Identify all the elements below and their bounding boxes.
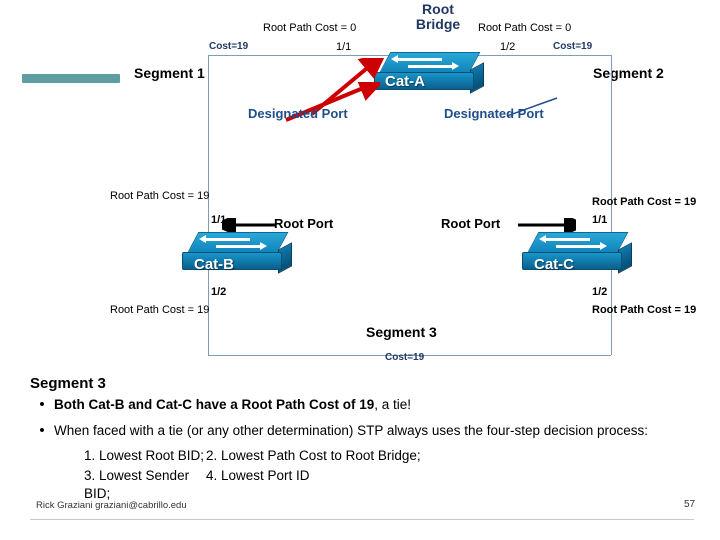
segment-1-bar — [22, 74, 120, 83]
decision-step-2: 2. Lowest Path Cost to Root Bridge; — [206, 447, 421, 463]
switch-cat-c — [522, 232, 632, 276]
bullet-1-tail: , a tie! — [374, 397, 412, 412]
bottom-horizontal-line — [208, 355, 611, 356]
cost-bottom-label: Cost=19 — [385, 352, 425, 363]
switch-cat-c-arrows-icon — [539, 235, 607, 251]
body-heading: Segment 3 — [30, 375, 106, 392]
footer-divider — [30, 519, 694, 520]
segment-1-label: Segment 1 — [134, 65, 205, 81]
switch-cat-b-arrows-icon — [199, 235, 267, 251]
cat-b-port-1-2-label: 1/2 — [211, 286, 227, 298]
root-bridge-title-line1: Root — [422, 1, 454, 17]
root-port-right-arrow — [518, 218, 576, 234]
root-bridge-title-line2: Bridge — [415, 15, 461, 32]
switch-cat-a-arrows-icon — [391, 55, 459, 71]
switch-cat-c-front — [522, 252, 622, 270]
cat-a-port-1-1-label: 1/1 — [336, 41, 352, 53]
bullet-1-text: Both Cat-B and Cat-C have a Root Path Co… — [54, 396, 411, 413]
cat-b-root-path-cost-bottom: Root Path Cost = 19 — [110, 304, 210, 316]
root-port-left-arrow — [222, 218, 276, 234]
designated-port-right-leader — [506, 97, 558, 117]
root-bridge-title: Root Bridge — [383, 2, 493, 31]
root-path-cost-left-label: Root Path Cost = 0 — [263, 22, 357, 34]
root-port-right-label: Root Port — [441, 216, 501, 231]
decision-step-1: 1. Lowest Root BID; — [84, 447, 205, 463]
cat-b-root-path-cost-top: Root Path Cost = 19 — [110, 190, 210, 202]
right-vertical-line — [611, 55, 612, 355]
cost-right-label: Cost=19 — [553, 41, 593, 52]
switch-cat-a-front — [374, 72, 474, 90]
segment-2-label: Segment 2 — [593, 65, 664, 81]
bullet-1-marker: • — [39, 396, 45, 413]
decision-step-3: 3. Lowest Sender BID; — [84, 468, 190, 501]
segment-3-diagram-label: Segment 3 — [366, 324, 437, 340]
root-port-left-label: Root Port — [274, 216, 334, 231]
footer-credit: Rick Graziani graziani@cabrillo.edu — [36, 500, 187, 511]
bullet-item-1: • Both Cat-B and Cat-C have a Root Path … — [30, 396, 690, 415]
switch-cat-a — [374, 52, 484, 96]
designated-port-left-label: Designated Port — [248, 106, 348, 121]
cat-c-root-path-cost-top: Root Path Cost = 19 — [592, 196, 697, 208]
switch-cat-c-label: Cat-C — [534, 256, 574, 273]
red-arrow-lower — [285, 82, 380, 122]
bullet-2-text: When faced with a tie (or any other dete… — [54, 422, 649, 438]
bullet-item-2: • When faced with a tie (or any other de… — [30, 422, 690, 441]
switch-cat-b-front — [182, 252, 282, 270]
designated-port-right-label: Designated Port — [444, 106, 544, 121]
cat-c-root-path-cost-bottom: Root Path Cost = 19 — [592, 304, 697, 316]
switch-cat-a-label: Cat-A — [385, 73, 425, 90]
cat-a-port-1-2-label: 1/2 — [500, 41, 516, 53]
left-vertical-line — [208, 55, 209, 355]
decision-steps-row-1: 1. Lowest Root BID; 2. Lowest Path Cost … — [84, 447, 690, 465]
cat-c-port-1-1-label: 1/1 — [592, 214, 608, 226]
root-path-cost-right-label: Root Path Cost = 0 — [478, 22, 572, 34]
bullet-2-marker: • — [39, 421, 45, 439]
bullet-1-strong: Both Cat-B and Cat-C have a Root Path Co… — [54, 397, 375, 412]
switch-cat-b-label: Cat-B — [194, 256, 234, 273]
cost-left-label: Cost=19 — [209, 41, 249, 52]
decision-steps-row-2: 3. Lowest Sender BID; 4. Lowest Port ID — [84, 467, 690, 502]
decision-step-4: 4. Lowest Port ID — [206, 468, 310, 484]
switch-cat-b — [182, 232, 292, 276]
page-number: 57 — [684, 499, 696, 510]
cat-c-port-1-2-label: 1/2 — [592, 286, 608, 298]
